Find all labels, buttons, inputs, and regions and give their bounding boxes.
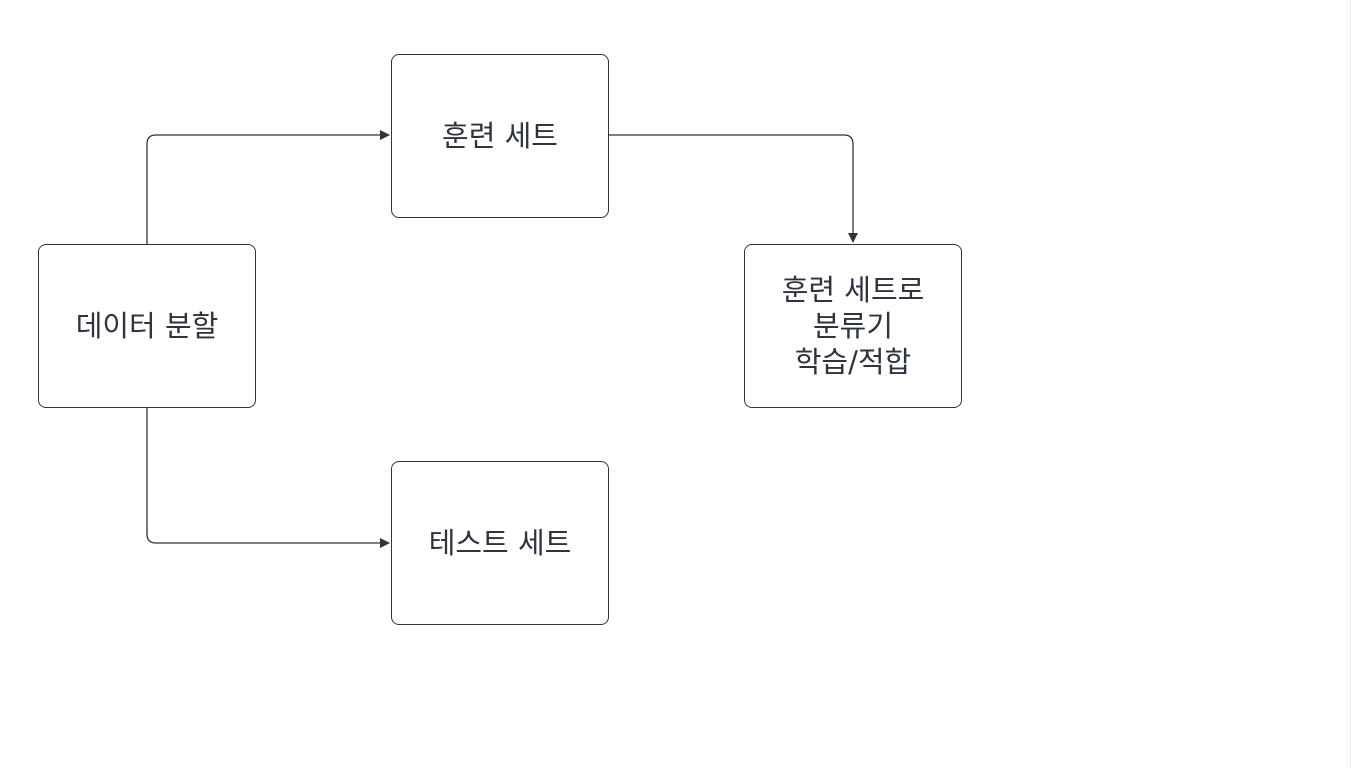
edge-split-to-test <box>146 408 390 548</box>
edge-split-to-train <box>146 130 390 244</box>
data-split-label: 데이터 분할 <box>75 309 219 343</box>
classifier-fit-label: 훈련 세트로 분류기 학습/적합 <box>781 273 925 379</box>
classifier-fit-node[interactable]: 훈련 세트로 분류기 학습/적합 <box>744 244 962 408</box>
test-set-label: 테스트 세트 <box>428 526 572 560</box>
test-set-node[interactable]: 테스트 세트 <box>391 461 609 625</box>
edge-train-to-fit <box>609 134 858 243</box>
training-set-node[interactable]: 훈련 세트 <box>391 54 609 218</box>
data-split-node[interactable]: 데이터 분할 <box>38 244 256 408</box>
canvas-right-border <box>1350 0 1351 768</box>
training-set-label: 훈련 세트 <box>442 119 558 153</box>
